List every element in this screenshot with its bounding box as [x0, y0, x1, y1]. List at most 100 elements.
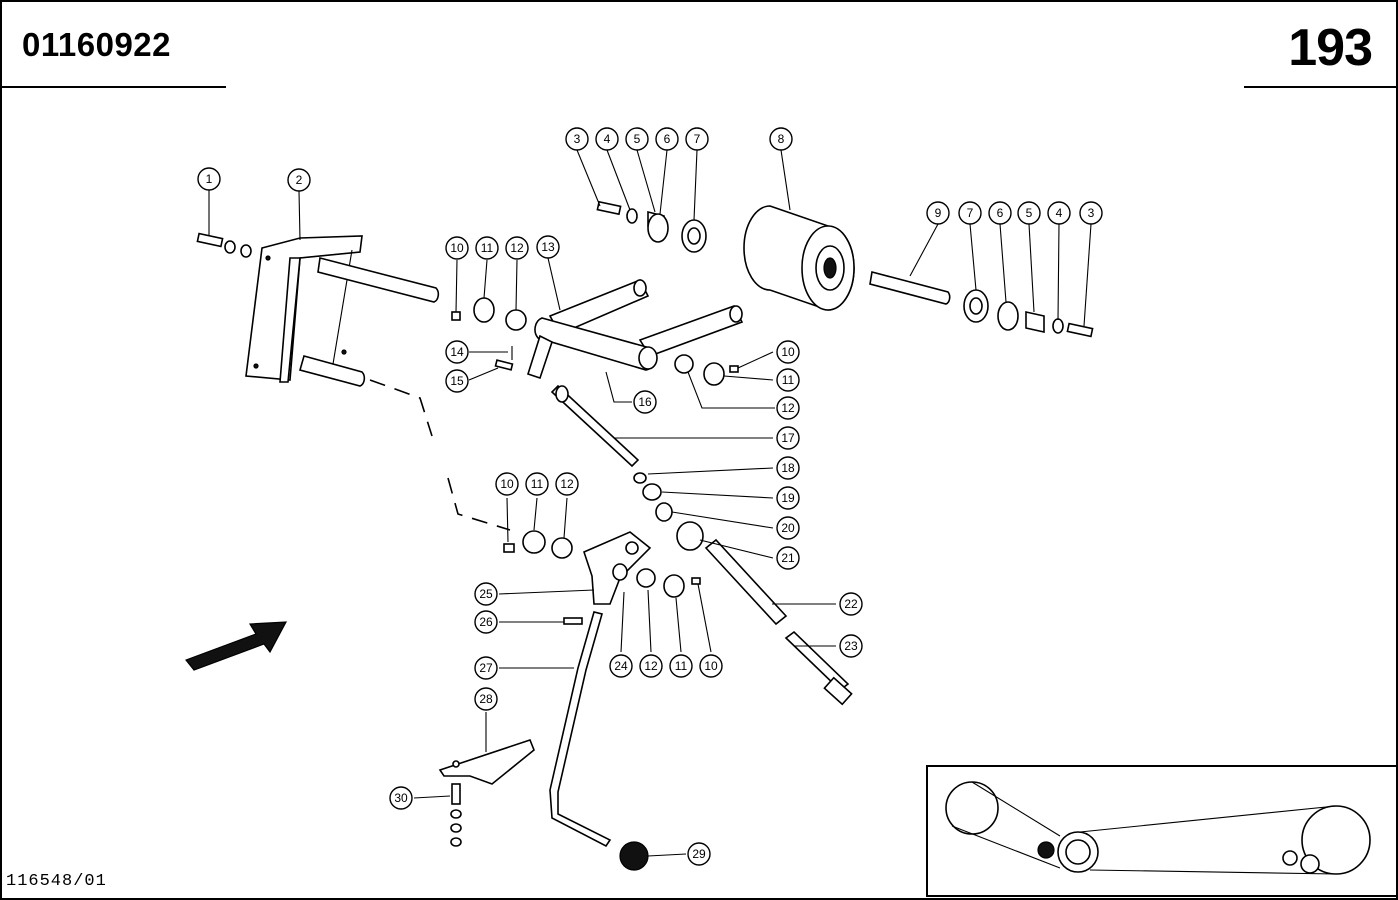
callout-5: 5 [625, 127, 649, 151]
callout-5-right: 5 [1017, 201, 1041, 225]
svg-text:10: 10 [500, 477, 514, 491]
svg-text:22: 22 [844, 597, 858, 611]
svg-text:10: 10 [450, 241, 464, 255]
svg-text:2: 2 [296, 173, 303, 187]
lever [549, 611, 649, 871]
svg-text:23: 23 [844, 639, 858, 653]
header-rule-left [2, 86, 226, 88]
callout-27: 27 [474, 656, 498, 680]
svg-text:20: 20 [781, 521, 795, 535]
threaded-rod [550, 384, 640, 468]
callout-11-lower: 11 [669, 654, 693, 678]
svg-text:6: 6 [664, 132, 671, 146]
inset-belt-schematic [926, 765, 1398, 897]
roller-hardware-right [963, 289, 1094, 338]
callout-10-lower: 10 [699, 654, 723, 678]
callout-12-arm: 12 [505, 236, 529, 260]
shaft [869, 271, 951, 305]
svg-text:17: 17 [781, 431, 795, 445]
callout-11-pivot: 11 [525, 472, 549, 496]
callout-1: 1 [197, 167, 221, 191]
svg-text:19: 19 [781, 491, 795, 505]
part-code: 01160922 [22, 26, 172, 63]
callout-26: 26 [474, 610, 498, 634]
svg-text:7: 7 [967, 206, 974, 220]
svg-text:5: 5 [634, 132, 641, 146]
svg-text:10: 10 [781, 345, 795, 359]
callout-13: 13 [536, 235, 560, 259]
pivot-block [583, 531, 652, 605]
callout-7-right: 7 [958, 201, 982, 225]
inset-belt [951, 781, 1337, 875]
callout-14: 14 [445, 340, 469, 364]
svg-text:1: 1 [206, 172, 213, 186]
svg-text:5: 5 [1026, 206, 1033, 220]
svg-text:16: 16 [638, 395, 652, 409]
callout-12-pivot: 12 [555, 472, 579, 496]
bracket-rod-lower [299, 355, 366, 387]
callout-6-right: 6 [988, 201, 1012, 225]
svg-text:28: 28 [479, 692, 493, 706]
svg-text:11: 11 [782, 373, 795, 387]
svg-text:4: 4 [604, 132, 611, 146]
svg-text:11: 11 [481, 241, 494, 255]
svg-text:25: 25 [479, 587, 493, 601]
callout-9: 9 [926, 201, 950, 225]
svg-text:12: 12 [644, 659, 658, 673]
inset-highlight-roller [1037, 841, 1055, 859]
callout-12-right: 12 [776, 396, 800, 420]
callout-24: 24 [609, 654, 633, 678]
callout-11-arm: 11 [475, 236, 499, 260]
callout-6: 6 [655, 127, 679, 151]
swing-arm [527, 278, 744, 380]
svg-text:18: 18 [781, 461, 795, 475]
callout-12-lower: 12 [639, 654, 663, 678]
svg-text:12: 12 [560, 477, 574, 491]
roller-hardware-left [596, 200, 707, 253]
svg-text:3: 3 [574, 132, 581, 146]
svg-text:3: 3 [1088, 206, 1095, 220]
callout-17: 17 [776, 426, 800, 450]
svg-text:26: 26 [479, 615, 493, 629]
callout-11-right: 11 [776, 368, 800, 392]
callout-labels: 1 2 3 4 5 6 7 8 9 7 6 5 4 3 10 11 12 13 … [197, 127, 1103, 866]
bolt-part-30 [450, 783, 462, 847]
svg-text:15: 15 [450, 374, 464, 388]
svg-text:6: 6 [997, 206, 1004, 220]
callout-3: 3 [565, 127, 589, 151]
svg-text:30: 30 [394, 791, 408, 805]
svg-text:29: 29 [692, 847, 706, 861]
svg-text:12: 12 [781, 401, 795, 415]
bolt-part-1 [196, 232, 252, 258]
callout-29: 29 [687, 842, 711, 866]
callout-21: 21 [776, 546, 800, 570]
callout-25: 25 [474, 582, 498, 606]
svg-text:14: 14 [450, 345, 464, 359]
svg-text:8: 8 [778, 132, 785, 146]
callout-19: 19 [776, 486, 800, 510]
dashed-connection-lower [447, 477, 511, 531]
callout-18: 18 [776, 456, 800, 480]
svg-text:12: 12 [510, 241, 524, 255]
pin-26 [563, 617, 583, 625]
callout-30: 30 [389, 786, 413, 810]
pivot-bushings [503, 530, 701, 598]
callout-16: 16 [633, 390, 657, 414]
header-rule-right [1244, 86, 1396, 88]
svg-text:7: 7 [694, 132, 701, 146]
callout-10-right: 10 [776, 340, 800, 364]
callout-15: 15 [445, 369, 469, 393]
arm-bushings-right [674, 354, 739, 386]
direction-arrow-icon [185, 621, 288, 671]
mounting-bracket [245, 235, 363, 383]
callout-8: 8 [769, 127, 793, 151]
svg-text:21: 21 [781, 551, 795, 565]
callout-2: 2 [287, 168, 311, 192]
svg-text:13: 13 [541, 240, 555, 254]
callout-7: 7 [685, 127, 709, 151]
svg-text:27: 27 [479, 661, 493, 675]
roller [743, 205, 855, 311]
plate [438, 739, 535, 785]
callout-10-arm: 10 [445, 236, 469, 260]
